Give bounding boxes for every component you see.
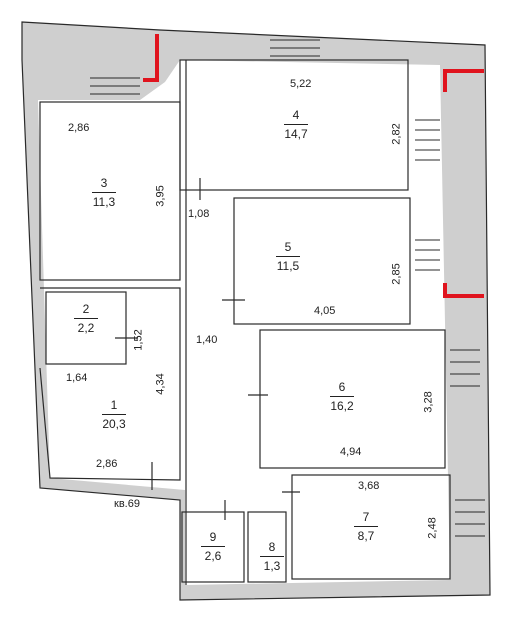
room-4-area: 14,7 xyxy=(284,127,308,141)
dimension-label: 2,86 xyxy=(68,122,90,134)
dimension-label: 3,68 xyxy=(358,480,380,492)
window-right-2 xyxy=(415,239,440,271)
window-right-3 xyxy=(450,349,480,387)
room-9-number: 9 xyxy=(209,530,217,544)
room-4-number: 4 xyxy=(292,108,300,122)
dimension-label: 4,05 xyxy=(314,305,336,317)
window-top-right xyxy=(270,39,320,57)
room-6-area: 16,2 xyxy=(330,399,354,413)
window-right-4 xyxy=(455,499,485,537)
dimension-label: 3,95 xyxy=(154,185,167,207)
room-1-outline xyxy=(39,287,181,481)
room-5-area: 11,5 xyxy=(276,259,300,273)
room-7-number: 7 xyxy=(362,510,370,524)
room-4-outline xyxy=(179,59,409,191)
room-1-area: 20,3 xyxy=(102,417,126,431)
dimension-label: 3,28 xyxy=(422,391,435,413)
room-3-area: 11,3 xyxy=(92,195,116,209)
room-2-number: 2 xyxy=(82,302,90,316)
marker-b-bracket xyxy=(443,69,484,92)
dimension-label: 1,40 xyxy=(196,334,218,346)
room-8-outline xyxy=(247,511,287,583)
dimension-label: 5,22 xyxy=(290,78,312,90)
room-9-area: 2,6 xyxy=(204,549,222,563)
room-2-outline xyxy=(45,291,127,365)
dimension-label: 2,85 xyxy=(390,263,403,285)
room-6-number: 6 xyxy=(338,380,346,394)
room-7-area: 8,7 xyxy=(357,529,375,543)
room-6-outline xyxy=(259,329,446,469)
dimension-label: 1,08 xyxy=(188,208,210,220)
dimension-label: 2,86 xyxy=(96,458,118,470)
marker-a-label: а xyxy=(188,70,199,90)
door-marks xyxy=(115,178,300,520)
room-8-number: 8 xyxy=(268,540,276,554)
interior-area xyxy=(38,60,450,585)
room-9-outline xyxy=(181,511,245,583)
apartment-label: кв.69 xyxy=(114,498,140,510)
marker-c-bracket xyxy=(443,283,484,298)
room-3-number: 3 xyxy=(100,176,108,190)
dimension-label: 1,64 xyxy=(66,372,88,384)
room-2-area: 2,2 xyxy=(77,321,95,335)
dimension-label: 2,82 xyxy=(390,123,403,145)
room-8-area: 1,3 xyxy=(263,559,281,573)
room-7-outline xyxy=(291,474,451,580)
marker-a-bracket xyxy=(143,34,159,82)
marker-b-label: б xyxy=(384,80,396,100)
dimension-label: 4,94 xyxy=(340,446,362,458)
room-5-outline xyxy=(233,197,411,325)
room-5-number: 5 xyxy=(284,240,292,254)
dimension-label: 2,48 xyxy=(426,517,439,539)
window-right-1 xyxy=(415,119,440,161)
window-top-left xyxy=(90,77,140,103)
room-1-number: 1 xyxy=(110,398,118,412)
dimension-label: 1,52 xyxy=(132,329,145,351)
marker-c-label: в xyxy=(424,330,436,350)
dimension-label: 4,34 xyxy=(154,373,167,395)
